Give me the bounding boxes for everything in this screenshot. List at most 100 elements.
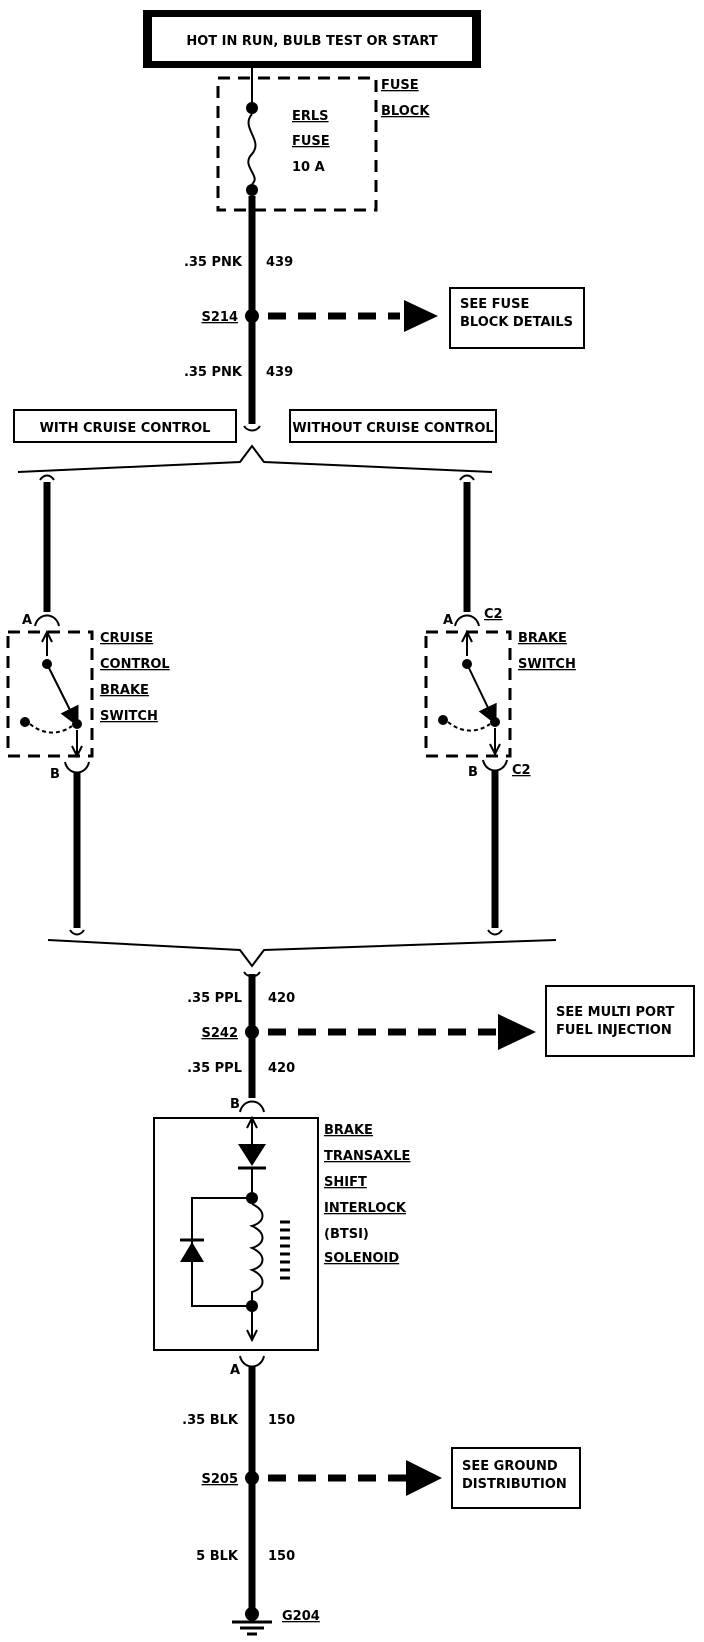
fuse-element: [247, 113, 257, 185]
brake-switch-label-1: BRAKE: [518, 631, 567, 646]
solenoid-connector-b: [239, 1100, 265, 1113]
solenoid-bottom-arrow: [246, 1312, 258, 1343]
solenoid-label-2: TRANSAXLE: [324, 1149, 410, 1164]
lower-option-brace: [47, 939, 557, 968]
wire5-gauge: .35 BLK: [182, 1413, 239, 1428]
wire4-gauge: .35 PPL: [187, 1061, 242, 1076]
wire5-circuit: 150: [268, 1413, 295, 1428]
upper-option-brace: [17, 444, 493, 473]
s242-ref-line2: FUEL INJECTION: [556, 1023, 672, 1038]
left-connector-b: [64, 761, 90, 774]
wire3-gauge: .35 PPL: [187, 991, 242, 1006]
s242-ref-arrow: [498, 1014, 536, 1050]
left-lower-break: [69, 929, 85, 936]
s205-ref-arrow: [406, 1460, 442, 1496]
option-with-cruise-box: [13, 409, 237, 443]
suppression-diode: [180, 1242, 204, 1262]
right-connector-b: [482, 759, 508, 772]
s205-ref-box: [451, 1447, 581, 1509]
cruise-brake-switch-box: [6, 630, 94, 758]
left-switch-contact: [72, 719, 82, 729]
fuse-block-title-2: BLOCK: [381, 104, 430, 119]
right-pin-a: A: [443, 613, 453, 628]
solenoid-label-1: BRAKE: [324, 1123, 373, 1138]
right-conn-top: C2: [484, 607, 503, 622]
left-branch-break: [39, 474, 55, 481]
s205-ref-line1: SEE GROUND: [462, 1459, 558, 1474]
right-switch-open-contact: [438, 715, 448, 725]
left-switch-bottom-arrow: [71, 730, 83, 759]
wire4-circuit: 420: [268, 1061, 295, 1076]
solenoid-label-6: SOLENOID: [324, 1251, 399, 1266]
fuse-block-box: [216, 76, 378, 212]
splice-s205-label: S205: [202, 1472, 239, 1487]
left-pin-b: B: [50, 767, 60, 782]
power-box-inner: [152, 17, 472, 61]
fuse-block-title-1: FUSE: [381, 78, 419, 93]
splice-s205: [245, 1471, 259, 1485]
wire1-circuit: 439: [266, 255, 293, 270]
s242-ref-line1: SEE MULTI PORT: [556, 1005, 675, 1020]
right-switch-bottom-arrow: [489, 728, 501, 757]
suppression-diode-loop: [191, 1197, 252, 1307]
brake-switch-label-2: SWITCH: [518, 657, 576, 672]
right-switch-contact: [490, 717, 500, 727]
s242-ref-box: [545, 985, 695, 1057]
cruise-switch-label-3: BRAKE: [100, 683, 149, 698]
left-switch-arc: [29, 723, 73, 734]
right-lower-break: [487, 929, 503, 936]
ground-label: G204: [282, 1609, 320, 1624]
splice-s214: [245, 309, 259, 323]
solenoid-pin-a: A: [230, 1363, 240, 1378]
option-without-cruise: WITHOUT CRUISE CONTROL: [292, 421, 493, 436]
right-switch-top-arrow: [461, 629, 473, 656]
fuse-rating: 10 A: [292, 160, 325, 175]
cruise-switch-label-1: CRUISE: [100, 631, 153, 646]
left-switch-top-arrow: [41, 629, 53, 656]
wire1-gauge: .35 PNK: [184, 255, 243, 270]
right-branch-break: [459, 474, 475, 481]
fuse-terminal-top: [246, 102, 258, 114]
solenoid-node-bottom: [246, 1300, 258, 1312]
solenoid-label-5: (BTSI): [324, 1227, 369, 1242]
wire2-gauge: .35 PNK: [184, 365, 243, 380]
s214-ref-arrow: [404, 300, 438, 332]
solenoid-core: [280, 1220, 290, 1280]
solenoid-box: [153, 1117, 319, 1351]
wire3-circuit: 420: [268, 991, 295, 1006]
s205-ref-line2: DISTRIBUTION: [462, 1477, 567, 1492]
wire6-circuit: 150: [268, 1549, 295, 1564]
solenoid-top-arrow: [246, 1115, 258, 1144]
left-switch-open-contact: [20, 717, 30, 727]
splice-s242: [245, 1025, 259, 1039]
cruise-switch-label-4: SWITCH: [100, 709, 158, 724]
left-switch-blade: [46, 663, 79, 727]
option-with-cruise: WITH CRUISE CONTROL: [40, 421, 211, 436]
main-wire-break: [243, 425, 261, 432]
splice-s242-label: S242: [202, 1026, 239, 1041]
wire2-circuit: 439: [266, 365, 293, 380]
solenoid-pin-b: B: [230, 1097, 240, 1112]
s214-ref-line1: SEE FUSE: [460, 297, 529, 312]
fuse-terminal-bottom: [246, 184, 258, 196]
fuse-name-2: FUSE: [292, 134, 330, 149]
left-pin-a: A: [22, 613, 32, 628]
solenoid-coil: [249, 1203, 264, 1300]
s214-ref-line2: BLOCK DETAILS: [460, 315, 573, 330]
splice-s214-label: S214: [202, 310, 239, 325]
left-connector-a: [34, 614, 60, 627]
solenoid-label-3: SHIFT: [324, 1175, 367, 1190]
wire6-gauge: 5 BLK: [196, 1549, 239, 1564]
solenoid-diode: [238, 1144, 266, 1166]
right-switch-arc: [447, 721, 491, 732]
cruise-switch-label-2: CONTROL: [100, 657, 170, 672]
ground-terminal: [245, 1607, 259, 1621]
right-conn-bottom: C2: [512, 763, 531, 778]
right-pin-b: B: [468, 765, 478, 780]
solenoid-label-4: INTERLOCK: [324, 1201, 407, 1216]
fuse-name-1: ERLS: [292, 109, 329, 124]
power-label: HOT IN RUN, BULB TEST OR START: [186, 34, 437, 49]
right-switch-blade: [466, 663, 497, 726]
s214-ref-box: [449, 287, 585, 349]
